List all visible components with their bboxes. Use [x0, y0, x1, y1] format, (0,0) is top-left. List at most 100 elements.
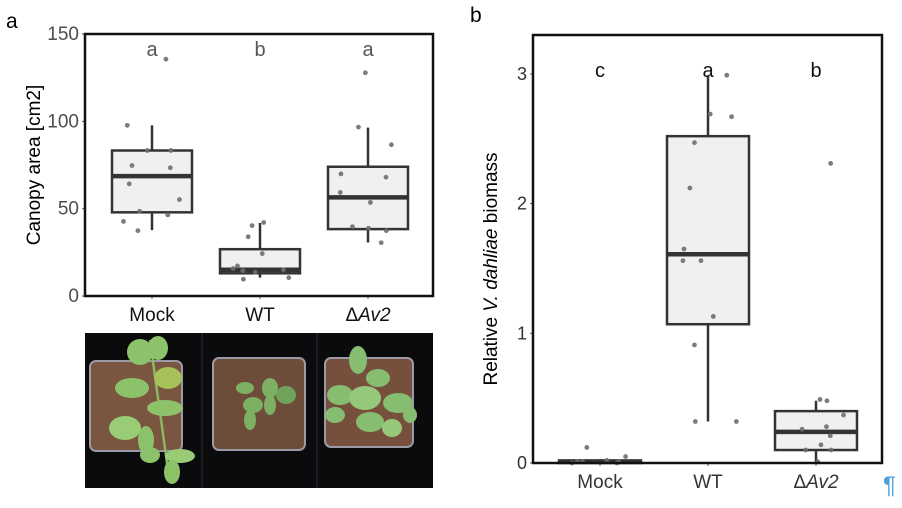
data-point: [338, 171, 344, 177]
significance-letter: b: [810, 60, 821, 82]
data-point: [165, 212, 171, 218]
category-wt: aWT: [665, 60, 751, 493]
box: [110, 149, 194, 214]
data-point: [259, 251, 265, 256]
data-point: [126, 181, 132, 187]
data-point: [261, 220, 267, 225]
data-point: [828, 161, 834, 166]
significance-letter: a: [146, 39, 158, 61]
data-point: [817, 397, 823, 402]
data-point: [623, 454, 628, 459]
x-tick-label-italic: Av2: [357, 305, 391, 326]
y-tick-label: 0: [517, 453, 527, 473]
data-point: [383, 174, 389, 180]
data-point: [841, 412, 846, 418]
x-tick-label: ΔAv2: [345, 305, 391, 326]
x-tick-label: WT: [245, 305, 275, 326]
data-point: [818, 442, 824, 448]
x-tick-label-text: Δ: [793, 472, 806, 493]
data-point: [167, 165, 173, 171]
photo-divider: [201, 333, 203, 488]
data-point: [337, 190, 343, 195]
significance-letter: b: [254, 39, 265, 61]
data-point: [710, 314, 716, 319]
data-point: [828, 447, 834, 453]
plot-frame: [531, 33, 884, 465]
box: [665, 134, 751, 326]
data-point: [733, 419, 739, 424]
data-point: [824, 398, 830, 404]
data-point: [124, 122, 130, 128]
data-point: [368, 199, 373, 205]
data-point: [286, 275, 292, 281]
y-tick-label: 3: [517, 64, 527, 84]
data-point: [177, 197, 182, 202]
data-point: [356, 124, 361, 130]
y-axis-label: Relative V. dahliae biomass: [481, 152, 502, 385]
data-point: [724, 72, 730, 78]
plant-photo: [85, 333, 433, 488]
plant-mock: [109, 336, 195, 484]
x-tick-label-italic: Av2: [805, 472, 839, 493]
data-point: [383, 228, 389, 234]
data-point: [129, 163, 135, 168]
data-point: [378, 240, 384, 246]
data-point: [249, 223, 255, 229]
y-tick-label: 50: [58, 199, 79, 220]
data-point: [144, 148, 150, 153]
y-axis-label-part: Relative: [481, 312, 502, 386]
y-tick-label: 0: [68, 286, 79, 307]
y-axis-label: Canopy area [cm2]: [24, 85, 45, 246]
data-point: [604, 458, 610, 463]
data-point: [168, 148, 174, 153]
data-point: [388, 142, 394, 148]
x-tick-label: ΔAv2: [793, 472, 839, 493]
data-point: [681, 246, 687, 252]
data-point: [235, 263, 240, 269]
significance-letter: c: [595, 60, 605, 82]
panel-label: a: [6, 10, 18, 33]
plot-frame: [83, 32, 435, 298]
x-tick-label-text: Mock: [129, 305, 175, 326]
data-point: [803, 447, 809, 453]
x-tick-label-text: Mock: [577, 472, 623, 493]
data-point: [252, 269, 258, 275]
y-tick-label: 100: [47, 111, 79, 132]
plant-wt: [236, 378, 296, 430]
data-point: [230, 266, 236, 271]
data-point: [366, 225, 371, 231]
x-tick-label-text: WT: [693, 472, 723, 493]
data-point: [692, 342, 697, 348]
data-point: [680, 258, 686, 264]
data-point: [135, 228, 141, 234]
y-tick-label: 150: [47, 24, 79, 45]
data-point: [692, 140, 697, 146]
data-point: [698, 258, 704, 264]
plant-av2: [325, 346, 417, 437]
y-tick-label: 2: [517, 194, 527, 214]
data-point: [362, 70, 368, 76]
data-point: [827, 433, 833, 439]
x-tick-label: WT: [693, 472, 723, 493]
data-point: [137, 208, 142, 214]
y-axis-label-part: biomass: [481, 152, 502, 228]
x-tick-label: Mock: [129, 305, 175, 326]
x-tick-label-text: WT: [245, 305, 275, 326]
pilcrow-mark: ¶: [883, 472, 896, 499]
y-axis-label-italic: V. dahliae: [481, 229, 502, 312]
panel-label: b: [470, 4, 482, 27]
data-point: [729, 114, 734, 120]
significance-letter: a: [362, 39, 374, 61]
data-point: [687, 185, 693, 191]
data-point: [240, 268, 246, 274]
y-tick-label: 1: [517, 323, 527, 343]
data-point: [121, 219, 126, 224]
data-point: [584, 445, 590, 450]
